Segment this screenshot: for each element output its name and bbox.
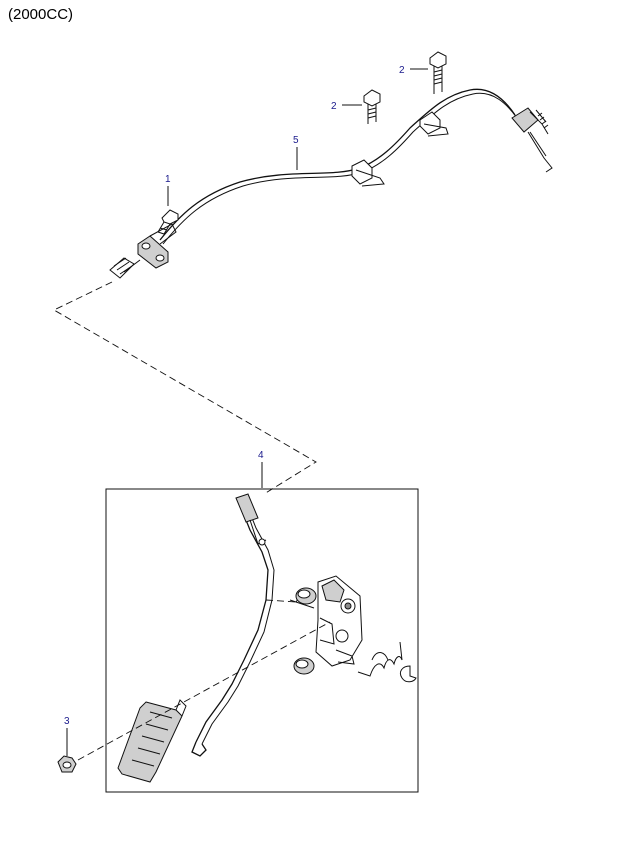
stopper-upper — [295, 587, 317, 605]
callout-4[interactable]: 4 — [258, 450, 264, 461]
cable-clip-upper — [419, 111, 449, 137]
pedal-assembly-frame — [105, 488, 419, 793]
pedal-arm — [191, 493, 275, 757]
cable-grommet-end — [109, 223, 177, 279]
cable-throttle-end — [511, 107, 553, 173]
callout-5[interactable]: 5 — [293, 135, 299, 146]
callout-3[interactable]: 3 — [64, 716, 70, 727]
accelerator-cable — [159, 88, 518, 245]
e-clip — [399, 665, 417, 683]
stopper-lower — [293, 657, 315, 675]
relation-line-nut-to-pedal — [77, 621, 331, 761]
pedal-pad — [117, 699, 187, 783]
bolt-2-upper — [429, 51, 447, 94]
relation-line-cable-to-pedal — [53, 281, 317, 495]
callout-2-upper[interactable]: 2 — [399, 65, 405, 76]
bolt-2-lower — [363, 89, 381, 124]
leader-lines — [66, 68, 428, 756]
pedal-bracket — [289, 575, 363, 667]
callout-1[interactable]: 1 — [165, 174, 171, 185]
diagram-title: (2000CC) — [8, 6, 74, 23]
callout-2-lower[interactable]: 2 — [331, 101, 337, 112]
bolt-1 — [157, 209, 179, 235]
cable-clip-lower — [351, 159, 385, 187]
return-spring — [357, 641, 403, 677]
nut-3 — [57, 755, 77, 773]
relation-line-arm-to-bracket — [265, 599, 297, 603]
